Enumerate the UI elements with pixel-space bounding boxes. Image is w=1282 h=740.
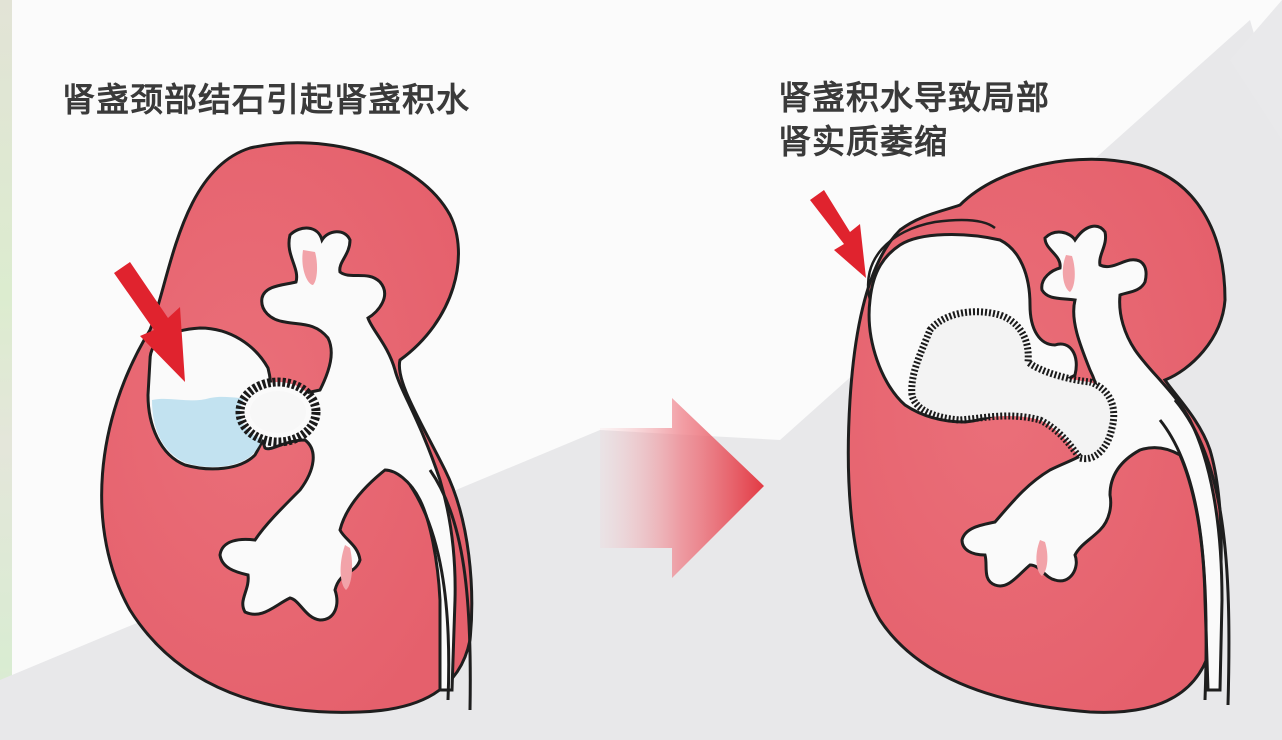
right-large-stone bbox=[908, 308, 1118, 463]
left-calyx-neck-stone bbox=[235, 377, 321, 447]
left-papilla-2 bbox=[340, 545, 353, 590]
right-caption-line2: 肾实质萎缩 bbox=[778, 122, 948, 161]
left-ureter bbox=[408, 484, 451, 701]
right-pointer-arrow-icon bbox=[810, 190, 866, 278]
right-ureter bbox=[1158, 419, 1208, 701]
right-papilla-1 bbox=[1062, 255, 1075, 292]
left-edge-strip bbox=[0, 0, 12, 740]
left-pointer-arrow-icon bbox=[114, 262, 185, 382]
right-caption: 肾盏积水导致局部 肾实质萎缩 bbox=[778, 76, 1050, 164]
left-collecting-system bbox=[218, 226, 457, 692]
right-papilla-2 bbox=[1036, 540, 1048, 576]
calyx-fluid bbox=[152, 396, 269, 467]
left-caption: 肾盏颈部结石引起肾盏积水 bbox=[62, 80, 470, 119]
right-caption-line1: 肾盏积水导致局部 bbox=[778, 78, 1050, 117]
left-papilla-1 bbox=[302, 250, 318, 285]
